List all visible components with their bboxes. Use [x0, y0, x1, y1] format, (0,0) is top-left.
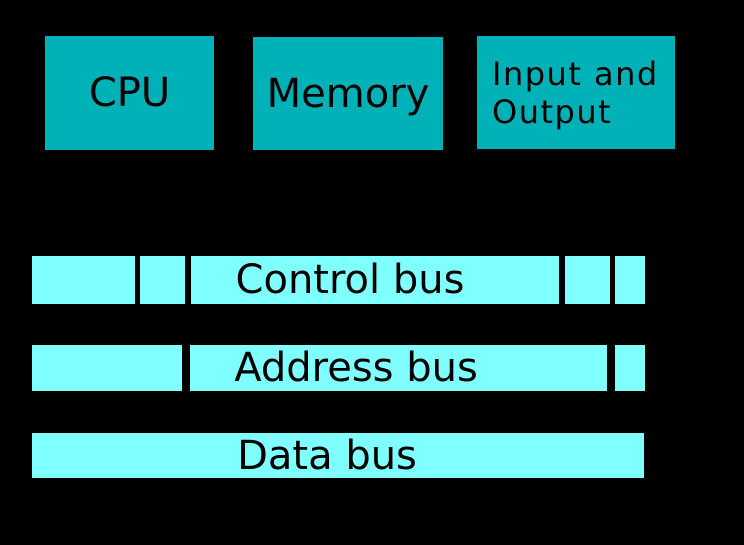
address-bus-segment	[615, 345, 645, 391]
address-bus-segment	[32, 345, 182, 391]
control-bus-segment	[565, 256, 610, 304]
data-bus-segment	[32, 433, 644, 478]
cpu-label: CPU	[88, 70, 171, 116]
cpu-box: CPU	[45, 36, 214, 150]
input-output-label: Input and Output	[492, 54, 659, 131]
control-bus-label: Control bus	[235, 257, 465, 303]
control-bus-segment	[191, 256, 559, 304]
control-bus-segment	[140, 256, 185, 304]
address-bus-label: Address bus	[234, 345, 478, 391]
address-bus-segment	[190, 345, 607, 391]
memory-box: Memory	[253, 37, 443, 150]
data-bus-label: Data bus	[237, 432, 417, 479]
control-bus-segment	[615, 256, 645, 304]
input-output-box: Input and Output	[477, 36, 675, 149]
memory-label: Memory	[266, 70, 430, 117]
control-bus-segment	[32, 256, 135, 304]
